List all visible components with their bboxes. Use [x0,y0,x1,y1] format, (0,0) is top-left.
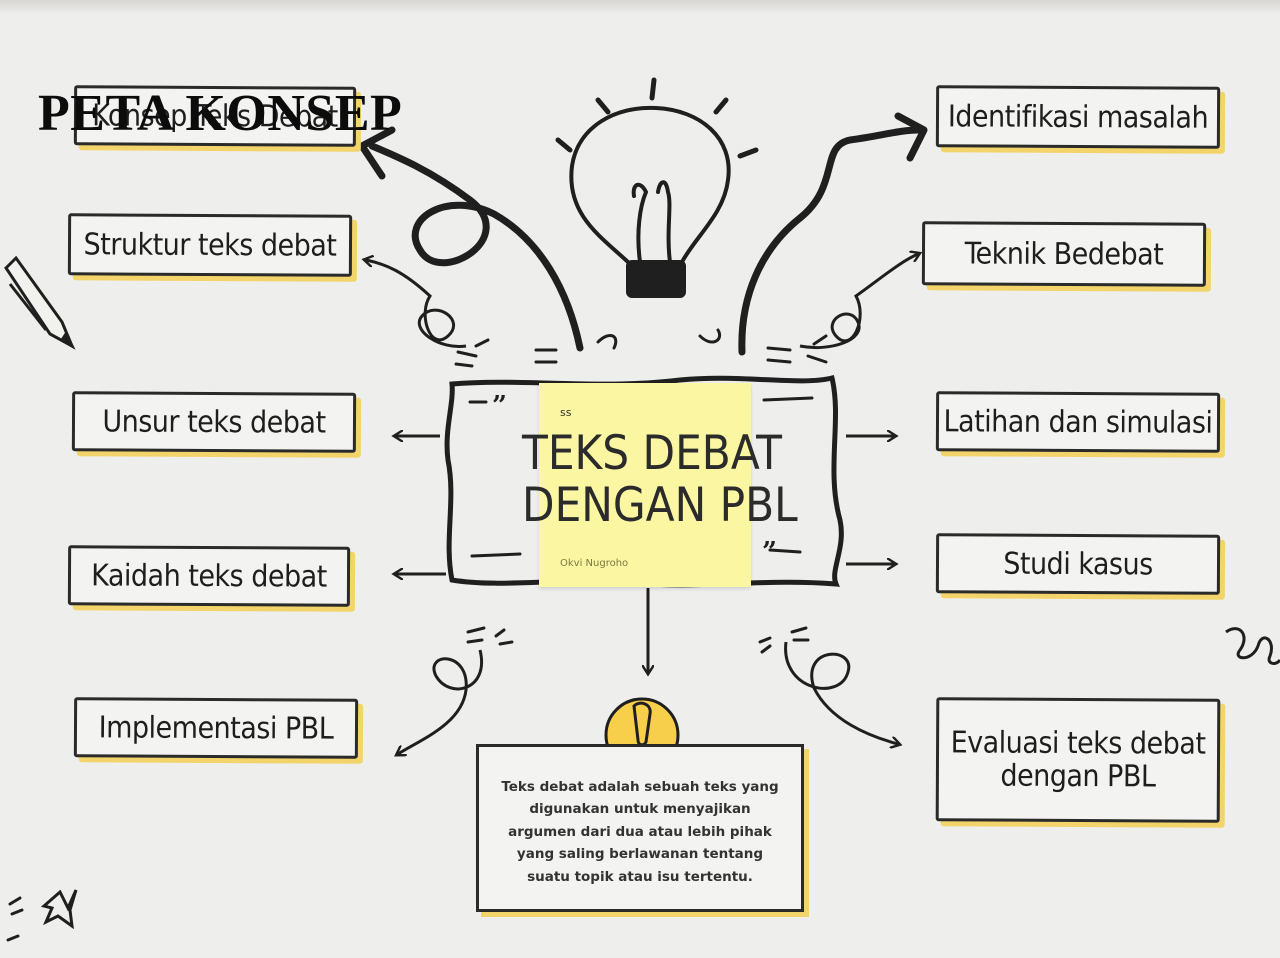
node-studi-label: Studi kasus [1003,546,1153,582]
curve-to-teknik [799,254,918,350]
node-evaluasi-teks-debat: Evaluasi teks debat dengan PBL [935,697,1221,823]
node-evaluasi-label2: dengan PBL [1000,758,1156,795]
node-latihan-dan-simulasi: Latihan dan simulasi [935,391,1221,453]
node-kaidah-label: Kaidah teks debat [91,557,327,595]
curve-to-struktur [366,260,467,348]
definition-box: Teks debat adalah sebuah teks yang digun… [476,744,804,912]
svg-text:”: ” [492,391,507,421]
node-kaidah-teks-debat: Kaidah teks debat [67,545,351,607]
center-sticky-note [539,383,751,587]
node-unsur-label: Unsur teks debat [102,403,326,441]
main-topic-title: TEKS DEBAT DENGAN PBL [522,428,798,532]
pencil-icon [4,255,76,350]
curve-to-identifikasi [738,126,922,356]
main-topic-line1: TEKS DEBAT [522,426,782,481]
node-struktur-label: Struktur teks debat [83,226,337,264]
node-struktur-teks-debat: Struktur teks debat [67,213,353,277]
node-latihan-label: Latihan dan simulasi [943,403,1213,441]
node-identifikasi-masalah: Identifikasi masalah [935,85,1221,149]
main-topic-line2: DENGAN PBL [522,478,798,533]
node-studi-kasus: Studi kasus [935,533,1221,595]
page-title: PETA KONSEP [38,85,403,142]
node-teknik-label: Teknik Bedebat [964,235,1164,273]
node-evaluasi-label: Evaluasi teks debat [950,725,1206,762]
author-name: Okvi Nugroho [560,558,629,569]
curve-to-implementasi [398,649,484,754]
curve-to-konsep [368,142,584,352]
definition-text: Teks debat adalah sebuah teks yang digun… [501,778,779,885]
center-frame [444,374,844,588]
node-unsur-teks-debat: Unsur teks debat [71,391,357,453]
node-teknik-bedebat: Teknik Bedebat [921,221,1207,287]
swirl-doodle-icon [1225,627,1280,665]
spark-marks [454,328,828,654]
lightbulb-icon [555,77,759,298]
node-implementasi-pbl: Implementasi PBL [73,697,359,759]
paper-edge [0,0,1280,14]
sticky-ss-label: ss [560,406,572,419]
svg-text:”: ” [762,537,777,567]
node-implementasi-label: Implementasi PBL [98,709,334,747]
star-doodle-icon [6,889,78,942]
curve-to-evaluasi [784,641,898,744]
node-identifikasi-label: Identifikasi masalah [947,98,1209,136]
